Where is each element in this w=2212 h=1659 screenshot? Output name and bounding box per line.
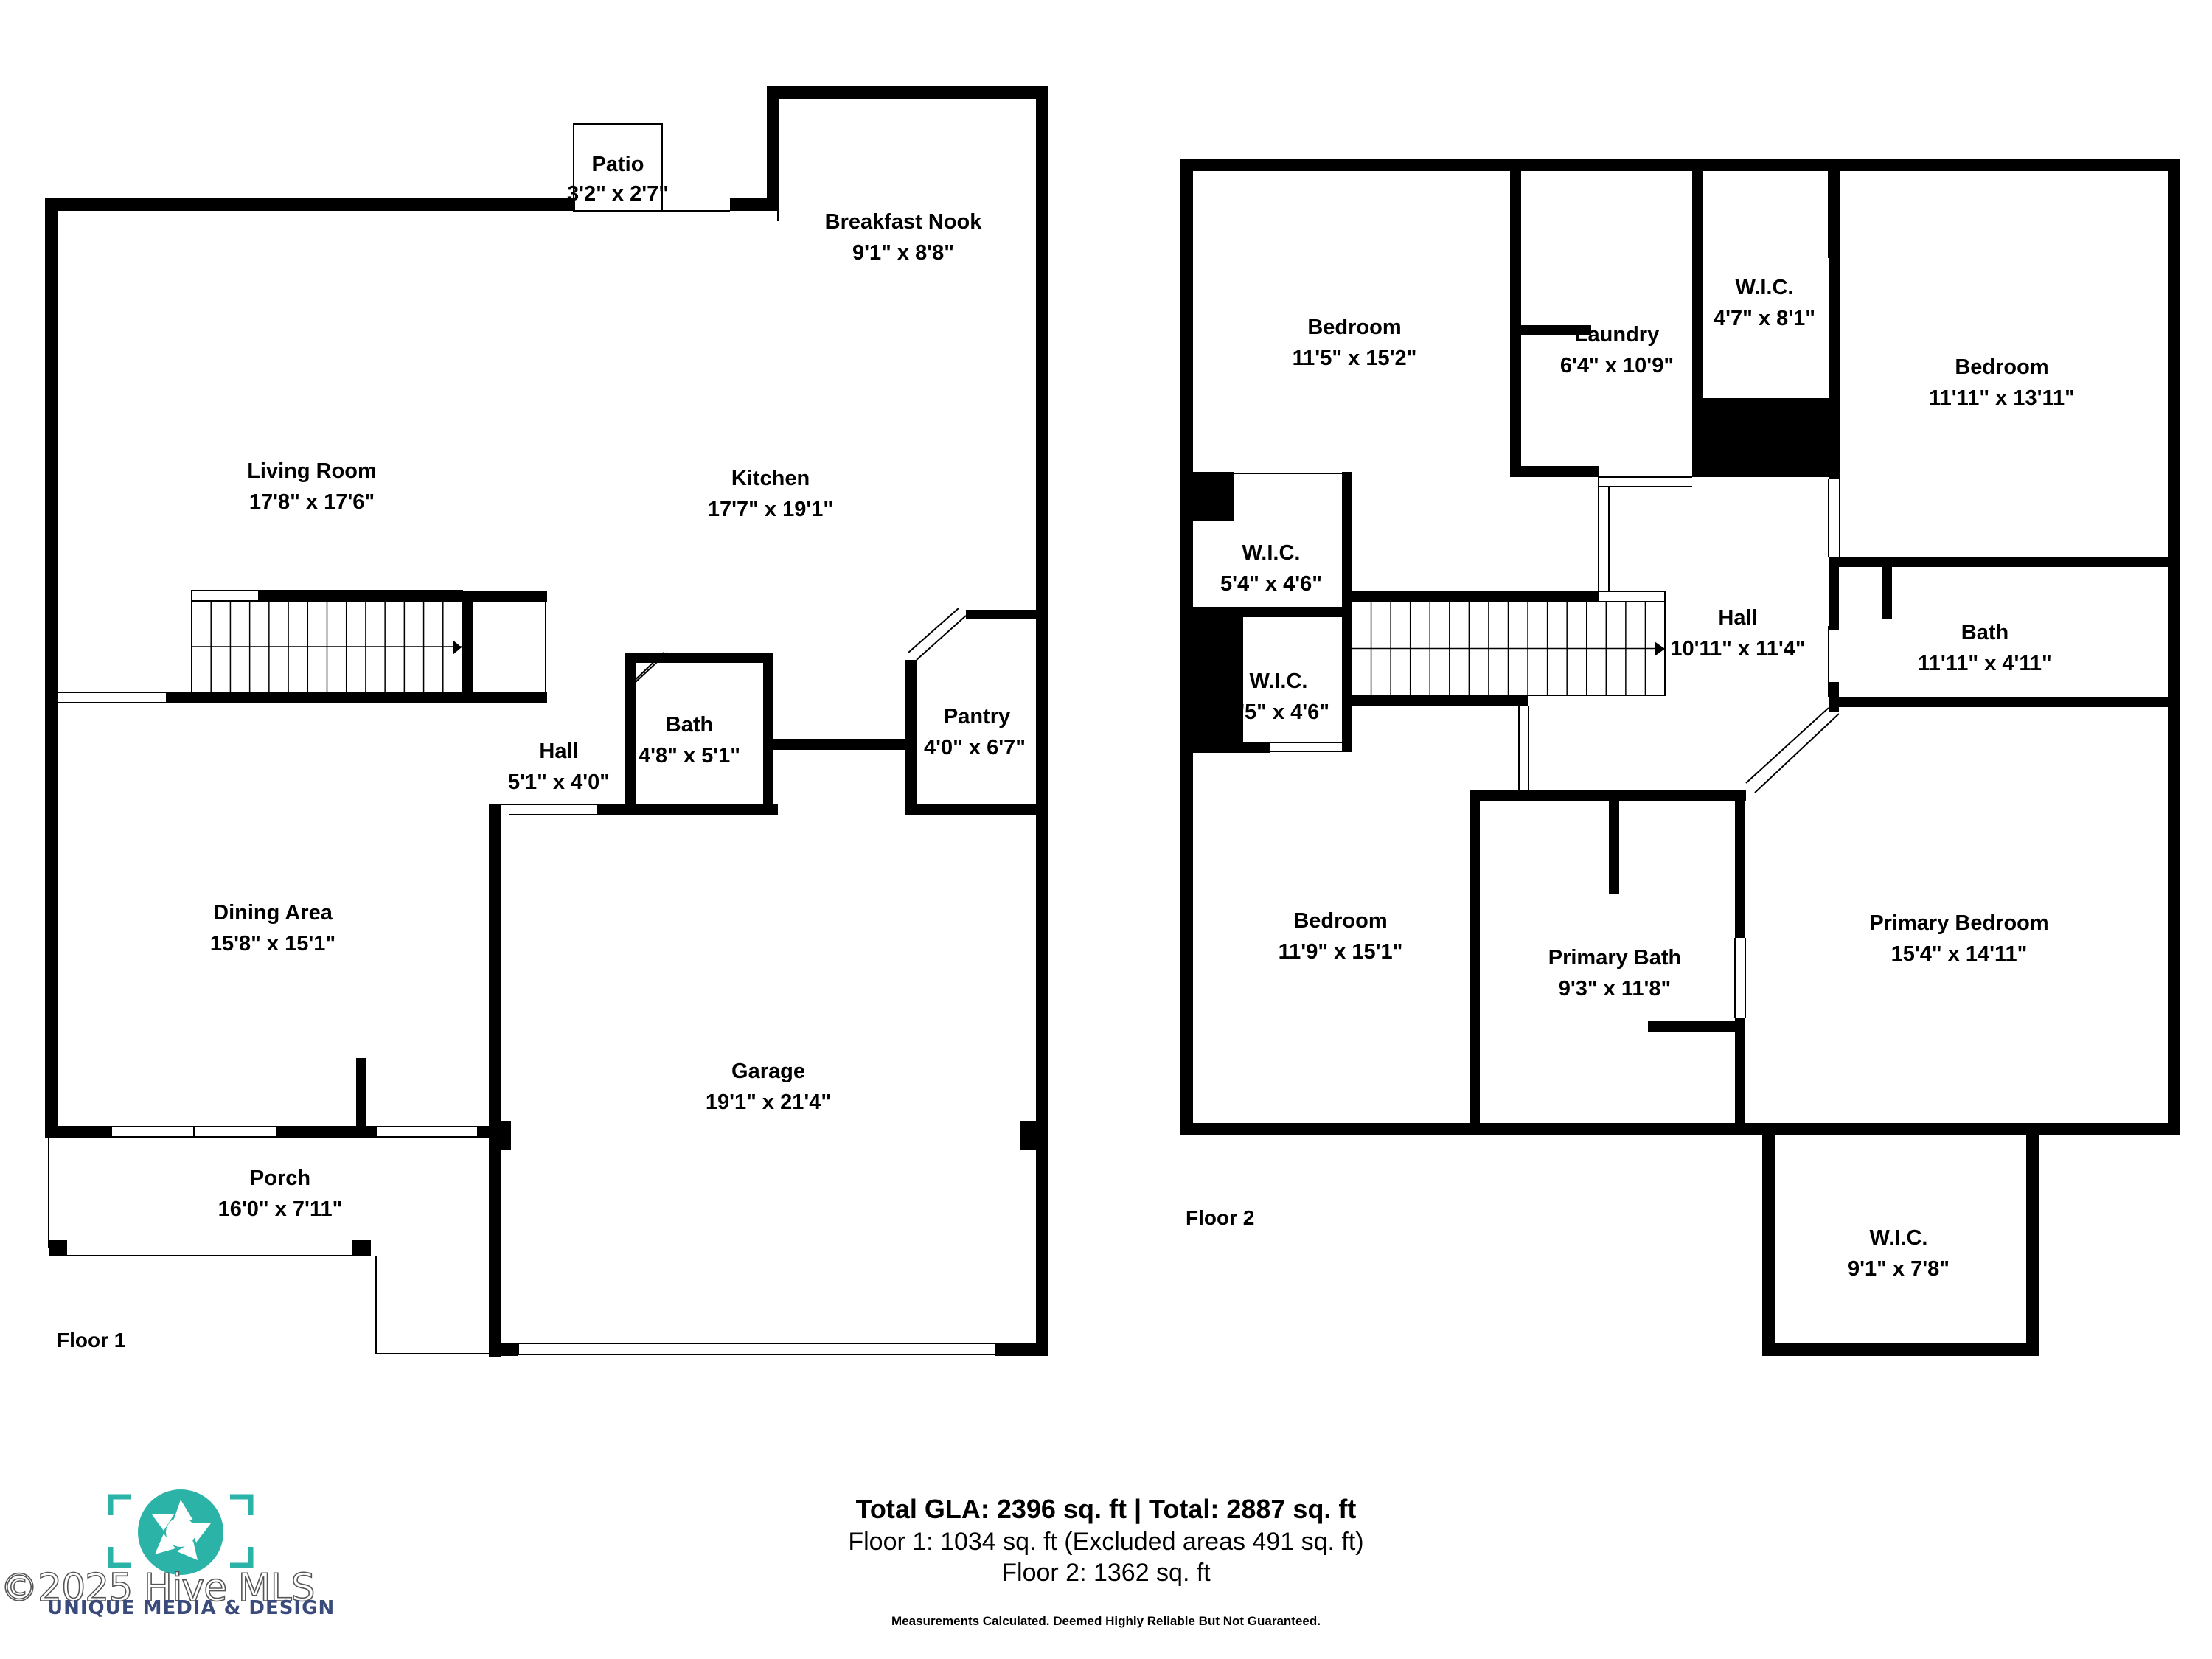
room-name-bedroom-nw: Bedroom (1307, 316, 1401, 339)
room-dims-bedroom-ne: 11'11" x 13'11" (1929, 386, 2075, 410)
room-dims-wic-primary: 9'1" x 7'8" (1848, 1257, 1950, 1281)
total-area-summary: Total GLA: 2396 sq. ft | Total: 2887 sq.… (855, 1494, 1357, 1524)
room-dims-wic-left2: 4'5" x 4'6" (1228, 700, 1329, 724)
room-dims-wic-left1: 5'4" x 4'6" (1220, 572, 1322, 596)
room-dims-dining-area: 15'8" x 15'1" (210, 932, 335, 956)
room-name-hall-2: Hall (1718, 606, 1757, 630)
floor2-label: Floor 2 (1186, 1206, 1254, 1229)
room-dims-breakfast-nook: 9'1" x 8'8" (852, 241, 954, 265)
room-dims-primary-bath: 9'3" x 11'8" (1559, 977, 1672, 1001)
room-name-wic-primary: W.I.C. (1870, 1226, 1928, 1250)
floor1-area: Floor 1: 1034 sq. ft (Excluded areas 491… (848, 1528, 1364, 1556)
room-name-bath-2: Bath (1961, 621, 2008, 644)
room-dims-living-room: 17'8" x 17'6" (249, 490, 375, 514)
floor2-stairs (1352, 602, 1665, 695)
stair-arrow-icon (453, 640, 462, 655)
room-dims-garage: 19'1" x 21'4" (706, 1091, 831, 1114)
room-dims-hall: 5'1" x 4'0" (508, 771, 610, 794)
measurement-disclaimer: Measurements Calculated. Deemed Highly R… (891, 1614, 1321, 1628)
floor1-labels: Patio 3'2" x 2'7" Breakfast Nook 9'1" x … (210, 153, 1026, 1221)
floor1-stairs (192, 601, 462, 692)
room-dims-patio: 3'2" x 2'7" (567, 182, 669, 206)
room-dims-porch: 16'0" x 7'11" (218, 1197, 343, 1221)
room-name-pantry: Pantry (944, 705, 1010, 728)
room-name-bedroom-sw: Bedroom (1293, 909, 1387, 933)
floor2-area: Floor 2: 1362 sq. ft (1001, 1559, 1211, 1587)
room-dims-bath: 4'8" x 5'1" (639, 744, 740, 768)
room-name-primary-bedroom: Primary Bedroom (1869, 911, 2048, 935)
room-dims-bath-2: 11'11" x 4'11" (1918, 652, 2052, 675)
room-dims-hall-2: 10'11" x 11'4" (1670, 637, 1805, 661)
room-name-porch: Porch (250, 1166, 310, 1190)
room-name-breakfast-nook: Breakfast Nook (825, 210, 983, 234)
room-name-bath: Bath (666, 713, 713, 737)
room-name-wic-top: W.I.C. (1736, 276, 1794, 299)
room-dims-pantry: 4'0" x 6'7" (924, 736, 1026, 759)
room-dims-bedroom-sw: 11'9" x 15'1" (1279, 940, 1403, 964)
brand-name: UNIQUE MEDIA & DESIGN (47, 1597, 335, 1619)
room-name-garage: Garage (731, 1060, 805, 1083)
room-name-living-room: Living Room (247, 459, 377, 483)
floor1-thin-lines (48, 86, 996, 1355)
room-name-bedroom-ne: Bedroom (1955, 355, 2048, 379)
room-dims-bedroom-nw: 11'5" x 15'2" (1293, 347, 1417, 370)
stair-arrow-icon (1655, 641, 1665, 656)
room-name-wic-left1: W.I.C. (1242, 541, 1301, 565)
room-name-patio: Patio (592, 153, 644, 176)
room-name-primary-bath: Primary Bath (1548, 946, 1682, 970)
room-name-hall: Hall (539, 740, 578, 763)
floor2-labels: Bedroom 11'5" x 15'2" Laundry 6'4" x 10'… (1220, 276, 2075, 1281)
floor1-label: Floor 1 (57, 1329, 125, 1352)
room-name-wic-left2: W.I.C. (1250, 669, 1308, 693)
copyright-watermark: ©2025 Hive MLS (0, 1565, 316, 1611)
floor1-walls (45, 86, 1048, 1357)
room-name-kitchen: Kitchen (731, 467, 810, 490)
room-dims-wic-top: 4'7" x 8'1" (1714, 307, 1815, 330)
room-name-laundry: Laundry (1575, 323, 1659, 347)
room-dims-kitchen: 17'7" x 19'1" (708, 498, 833, 521)
room-dims-laundry: 6'4" x 10'9" (1560, 354, 1674, 378)
floor2-walls (1180, 159, 2180, 1356)
room-dims-primary-bedroom: 15'4" x 14'11" (1891, 942, 2028, 966)
room-name-dining-area: Dining Area (213, 901, 333, 925)
logo-camera-aperture-icon (108, 1489, 254, 1575)
